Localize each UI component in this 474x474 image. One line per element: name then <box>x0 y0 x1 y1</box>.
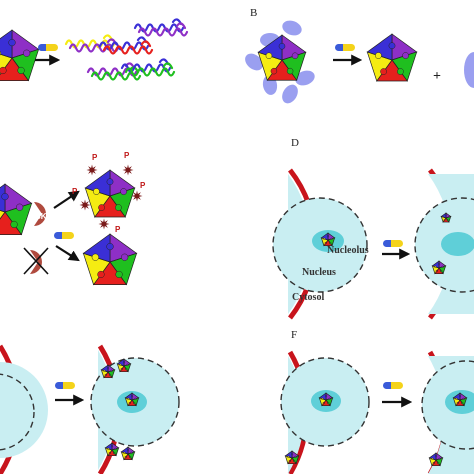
pill-a <box>38 44 58 51</box>
arrow-c1 <box>53 190 80 209</box>
pentamer-a <box>0 29 40 82</box>
pentamer-c2 <box>82 233 138 286</box>
chaperone-blob <box>245 53 263 71</box>
phosphate-star <box>122 164 134 176</box>
pill-f <box>383 382 403 389</box>
chaperone-blob <box>282 84 298 104</box>
pentamer-d1 <box>320 232 336 247</box>
unfolded-chain <box>124 62 176 77</box>
phosphate-star <box>79 199 91 211</box>
phosphate-star <box>131 190 143 202</box>
pentamer-e4 <box>104 442 120 457</box>
pill-e <box>55 382 75 389</box>
arrow-c2 <box>55 245 80 262</box>
plus-sign: + <box>433 69 441 84</box>
cytosol-e1 <box>0 362 48 458</box>
pill-c <box>54 232 74 239</box>
pentamer-e2 <box>100 364 116 379</box>
phospho-label: P <box>72 187 78 196</box>
phospho-label: P <box>115 225 121 234</box>
ck2-kinase-inhibited <box>30 250 42 274</box>
ck2-label: CK2 <box>35 212 52 221</box>
inhibited-kinase-cross <box>23 247 49 275</box>
pentamer-f2 <box>284 450 300 465</box>
pill-b <box>335 44 355 51</box>
panel-f-letter: F <box>291 329 297 341</box>
pentamer-c0 <box>0 183 33 236</box>
phospho-label: P <box>124 151 130 160</box>
cytosol-label: Cytosol <box>292 292 324 303</box>
pentamer-f4 <box>428 452 444 467</box>
unfolded-chain <box>102 40 154 55</box>
pentamer-b2 <box>366 33 418 82</box>
pentamer-e5 <box>120 446 136 461</box>
pentamer-f1 <box>318 392 334 407</box>
chaperone-blob <box>282 20 302 36</box>
pill-d <box>383 240 403 247</box>
nucleolus-label: Nucleolus <box>327 245 369 256</box>
phosphate-star <box>98 218 110 230</box>
phospho-label: P <box>140 181 146 190</box>
panel-b-letter: B <box>250 7 257 19</box>
pentamer-d3 <box>440 212 452 223</box>
pentamer-c1 <box>84 169 136 218</box>
pentamer-e3 <box>116 358 132 373</box>
pentamer-f3 <box>452 392 468 407</box>
chaperone-blob-free <box>464 52 474 88</box>
unfolded-chain <box>137 22 189 37</box>
phosphate-star <box>86 164 98 176</box>
pentamer-b1 <box>257 34 307 81</box>
nucleus-e1 <box>0 373 35 451</box>
phospho-label: P <box>92 153 98 162</box>
panel-d-letter: D <box>291 137 299 149</box>
pentamer-d2 <box>431 260 447 275</box>
pentamer-e1 <box>124 392 140 407</box>
chaperone-blob <box>295 70 315 86</box>
ck2-kinase <box>34 202 46 226</box>
nucleus-label: Nucleus <box>302 267 336 278</box>
nucleolus-d2 <box>441 232 474 256</box>
